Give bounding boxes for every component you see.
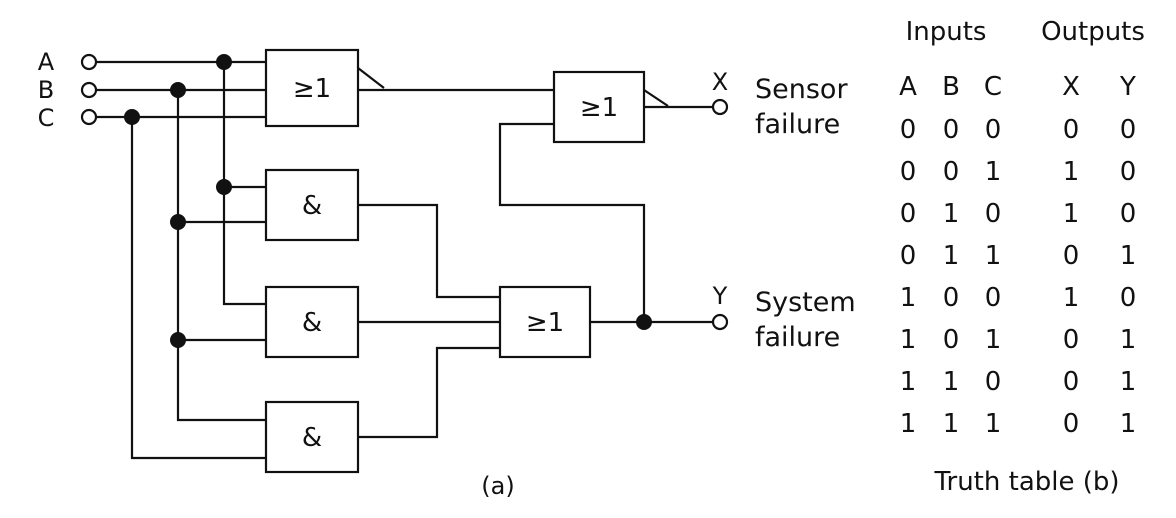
or-gate-top (264, 48, 360, 128)
tt-cell: 1 (1120, 241, 1137, 271)
wire-and3-out (358, 346, 500, 439)
input-label-a: A (38, 48, 55, 76)
tt-cell: 1 (900, 283, 917, 313)
junction-c-top (124, 109, 140, 125)
or-gate-x (552, 70, 646, 144)
wire-y-feedback (498, 122, 646, 322)
tt-cell: 0 (985, 283, 1002, 313)
or-gate-x-symbol: ≥1 (580, 93, 618, 123)
junction-a-top (216, 54, 232, 70)
terminal-b (80, 81, 98, 99)
tt-cell: 0 (1063, 367, 1080, 397)
tt-cell: 1 (943, 409, 960, 439)
tt-cell: 0 (985, 115, 1002, 145)
tt-cell: 1 (985, 409, 1002, 439)
tt-cell: 1 (985, 157, 1002, 187)
terminals (80, 53, 729, 331)
tt-cell: 1 (1120, 325, 1137, 355)
junction-y-feedback (636, 314, 652, 330)
wire-b-bus (176, 90, 266, 422)
tt-cell: 0 (943, 157, 960, 187)
wire-and1-out (358, 203, 500, 299)
wire-a-bus (222, 62, 266, 306)
tt-cell: 1 (943, 367, 960, 397)
tt-cell: 0 (1120, 199, 1137, 229)
tt-cell: 0 (900, 115, 917, 145)
and-gate-3 (264, 400, 360, 474)
or-gate-y-symbol: ≥1 (526, 308, 564, 338)
tt-cell: 1 (900, 409, 917, 439)
tt-cell: 0 (1063, 241, 1080, 271)
circuit-caption: (a) (481, 472, 514, 500)
tt-cell: 1 (1120, 367, 1137, 397)
junction-b-and2 (170, 332, 186, 348)
tt-col-header-y: Y (1119, 72, 1136, 102)
tt-cell: 0 (900, 241, 917, 271)
output-slash-x (643, 89, 669, 107)
tt-cell: 0 (985, 367, 1002, 397)
output-slash-top (357, 67, 385, 89)
terminal-a (80, 53, 98, 71)
or-gate-top-symbol: ≥1 (293, 74, 331, 104)
tt-cell: 1 (985, 241, 1002, 271)
and-gate-1-symbol: & (302, 191, 322, 221)
tt-cell: 1 (900, 325, 917, 355)
tt-cell: 0 (1063, 409, 1080, 439)
tt-outputs-header: Outputs (1041, 17, 1145, 47)
tt-col-header-a: A (899, 72, 917, 102)
tt-col-header-c: C (984, 72, 1002, 102)
terminal-c (80, 108, 98, 126)
input-label-c: C (38, 104, 55, 132)
output-label-y: Y (712, 282, 728, 310)
tt-cell: 0 (1063, 325, 1080, 355)
tt-cell: 1 (900, 367, 917, 397)
and-gate-2 (264, 285, 360, 359)
tt-col-header-x: X (1062, 72, 1080, 102)
tt-cell: 0 (943, 325, 960, 355)
tt-cell: 0 (900, 157, 917, 187)
tt-cell: 1 (1120, 409, 1137, 439)
tt-cell: 1 (943, 241, 960, 271)
output-label-x: X (712, 68, 728, 96)
sensor-failure-line2: failure (755, 109, 840, 140)
tt-cell: 1 (1063, 283, 1080, 313)
tt-cell: 0 (1120, 157, 1137, 187)
tt-cell: 1 (943, 199, 960, 229)
and-gate-1 (264, 168, 360, 242)
system-failure-line1: System (755, 287, 856, 318)
tt-col-header-b: B (942, 72, 960, 102)
tt-cell: 0 (943, 283, 960, 313)
tt-cell: 1 (985, 325, 1002, 355)
junction-b-top (170, 82, 186, 98)
tt-cell: 1 (1063, 199, 1080, 229)
tt-cell: 0 (1120, 283, 1137, 313)
junction-b-and1 (170, 214, 186, 230)
tt-cell: 1 (1063, 157, 1080, 187)
tt-inputs-header: Inputs (906, 17, 987, 47)
input-label-b: B (38, 76, 54, 104)
terminal-x (711, 98, 729, 116)
and-gate-3-symbol: & (302, 423, 322, 453)
sensor-failure-line1: Sensor (755, 74, 848, 105)
tt-cell: 0 (1120, 115, 1137, 145)
and-gate-2-symbol: & (302, 308, 322, 338)
junctions (124, 54, 652, 348)
tt-cell: 0 (943, 115, 960, 145)
or-gate-y (498, 285, 592, 359)
tt-cell: 0 (1063, 115, 1080, 145)
terminal-y (711, 313, 729, 331)
junction-a-and1 (216, 179, 232, 195)
tt-cell: 0 (985, 199, 1002, 229)
tt-caption: Truth table (b) (933, 467, 1119, 497)
tt-cell: 0 (900, 199, 917, 229)
wire-c-bus (130, 117, 266, 460)
gates: ≥1 ≥1 & & & ≥1 (264, 48, 646, 474)
wires (96, 60, 713, 460)
system-failure-line2: failure (755, 322, 840, 353)
